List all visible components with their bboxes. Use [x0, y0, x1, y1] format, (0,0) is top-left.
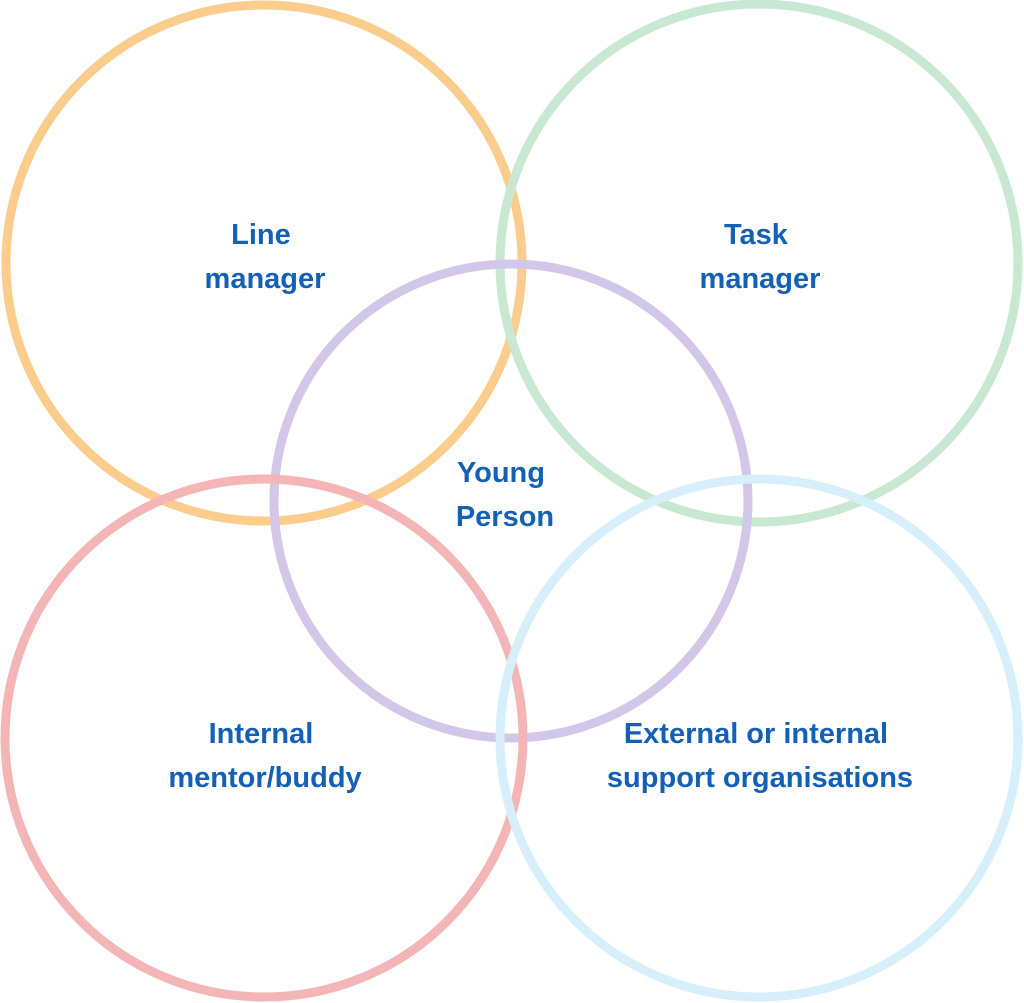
label-task-manager: Task manager	[700, 219, 821, 295]
label-internal-mentor-line-1: Internal	[209, 718, 314, 750]
circle-external-support	[495, 474, 1023, 1002]
label-task-manager-line-1: Task	[724, 219, 789, 251]
circle-internal-mentor	[0, 474, 528, 1002]
label-young-person-line-1: Young	[457, 457, 545, 489]
circle-young-person	[269, 259, 753, 743]
label-external-support: External or internal support organisatio…	[607, 718, 913, 794]
label-line-manager-line-1: Line	[231, 219, 291, 251]
label-internal-mentor-line-2: mentor/buddy	[168, 762, 361, 794]
label-young-person: Young Person	[456, 457, 554, 533]
label-external-support-line-1: External or internal	[624, 718, 888, 750]
label-external-support-line-2: support organisations	[607, 762, 913, 794]
label-task-manager-line-2: manager	[700, 263, 821, 295]
label-young-person-line-2: Person	[456, 501, 554, 533]
label-line-manager-line-2: manager	[205, 263, 326, 295]
label-line-manager: Line manager	[205, 219, 326, 295]
label-internal-mentor: Internal mentor/buddy	[168, 718, 361, 794]
